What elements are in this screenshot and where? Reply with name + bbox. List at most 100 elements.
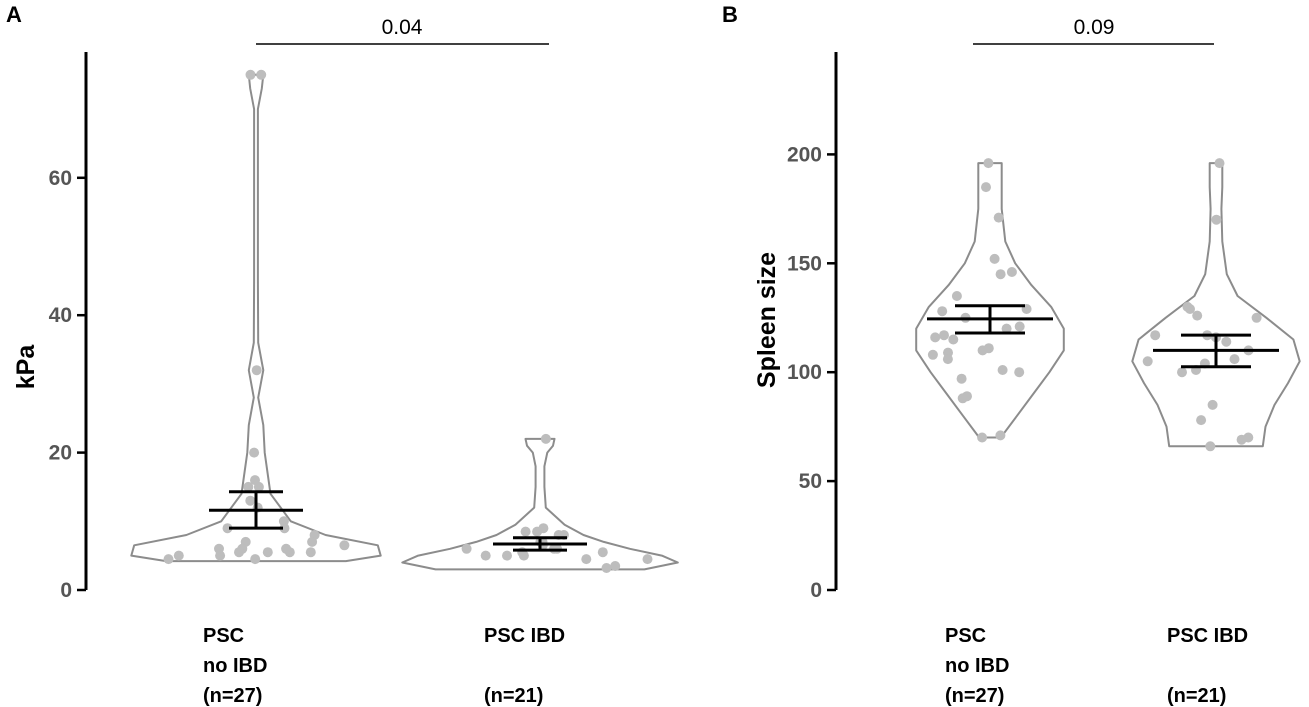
data-point xyxy=(581,554,592,565)
panel-a-cat-2-line-1: PSC IBD xyxy=(484,625,565,647)
data-point xyxy=(262,547,273,558)
data-point xyxy=(305,547,316,558)
data-point xyxy=(957,393,968,404)
data-point xyxy=(597,547,608,558)
y-tick-label: 200 xyxy=(787,143,822,166)
panel-b-error-bars xyxy=(927,304,1279,369)
data-point xyxy=(163,554,174,565)
data-point xyxy=(939,330,949,341)
data-point xyxy=(279,523,290,534)
data-point xyxy=(243,481,254,492)
y-tick-label: 0 xyxy=(60,579,72,602)
data-point xyxy=(1001,323,1012,334)
y-tick-label: 20 xyxy=(49,442,72,465)
data-point xyxy=(927,349,938,360)
data-point xyxy=(1207,399,1218,410)
y-tick-label: 50 xyxy=(799,470,822,493)
panel-a-y-title: kPa xyxy=(12,344,40,390)
data-point xyxy=(253,481,264,492)
data-point xyxy=(173,550,184,561)
data-point xyxy=(249,447,260,458)
data-point xyxy=(215,550,226,561)
data-point xyxy=(1185,304,1195,314)
data-point xyxy=(540,433,551,444)
y-tick-label: 100 xyxy=(787,361,822,384)
panel-a-cat-1-line-1: PSC xyxy=(203,625,244,647)
data-point xyxy=(307,536,318,547)
panel-a-y-ticks: 0 20 40 60 xyxy=(49,167,86,602)
data-point xyxy=(993,212,1004,223)
data-point xyxy=(981,182,991,193)
data-point xyxy=(951,291,962,301)
panel-a-points xyxy=(163,69,653,573)
panel-a-letter: A xyxy=(6,2,22,27)
panel-b-cat-1-n: (n=27) xyxy=(945,685,1004,707)
data-point xyxy=(1229,354,1240,365)
panel-b-cat-2-n: (n=21) xyxy=(1167,685,1226,707)
panel-b-violins xyxy=(915,162,1301,448)
y-tick-label: 0 xyxy=(810,579,822,602)
data-point xyxy=(977,345,988,356)
data-point xyxy=(1142,356,1153,367)
data-point xyxy=(1196,415,1207,426)
panel-a-cat-1-n: (n=27) xyxy=(203,685,262,707)
data-point xyxy=(1150,330,1161,341)
data-point xyxy=(942,354,953,365)
data-point xyxy=(1014,321,1025,332)
data-point xyxy=(610,561,621,571)
data-point xyxy=(532,526,543,537)
violin-outline xyxy=(915,162,1065,439)
data-point xyxy=(234,547,244,558)
data-point xyxy=(948,334,959,345)
data-point xyxy=(956,373,967,384)
data-point xyxy=(601,563,612,573)
panel-b-y-title: Spleen size xyxy=(753,252,781,388)
data-point xyxy=(1014,367,1025,378)
data-point xyxy=(520,526,531,537)
data-point xyxy=(1214,158,1225,169)
data-point xyxy=(339,540,350,551)
panel-b: B Spleen size 0 50 100 150 200 0.09 PSC no I… xyxy=(722,2,1301,707)
panel-b-cat-1-line-2: no IBD xyxy=(945,655,1009,677)
data-point xyxy=(518,550,529,561)
data-point xyxy=(1205,441,1216,452)
data-point xyxy=(995,430,1006,441)
panel-a-error-bars xyxy=(209,490,587,552)
panel-b-points xyxy=(927,158,1262,452)
data-point xyxy=(1251,312,1262,323)
data-point xyxy=(995,269,1006,280)
data-point xyxy=(977,432,988,443)
y-tick-label: 40 xyxy=(49,304,72,327)
panel-b-y-ticks: 0 50 100 150 200 xyxy=(787,143,836,602)
y-tick-label: 60 xyxy=(49,167,72,190)
data-point xyxy=(983,158,994,169)
panel-b-x-labels: PSC no IBD (n=27) PSC IBD (n=21) xyxy=(945,625,1248,707)
data-point xyxy=(250,554,261,565)
data-point xyxy=(245,495,256,506)
data-point xyxy=(989,253,1000,264)
violin-outline xyxy=(1131,162,1301,448)
data-point xyxy=(251,365,262,376)
panel-b-cat-1-line-1: PSC xyxy=(945,625,986,647)
data-point xyxy=(642,554,653,565)
data-point xyxy=(245,69,256,80)
panel-b-p-value: 0.09 xyxy=(1074,16,1115,39)
y-tick-label: 150 xyxy=(787,252,822,275)
data-point xyxy=(937,306,948,317)
panel-a-cat-2-n: (n=21) xyxy=(484,685,543,707)
data-point xyxy=(480,550,491,561)
data-point xyxy=(256,69,267,80)
data-point xyxy=(930,332,941,343)
data-point xyxy=(284,547,295,558)
data-point xyxy=(1006,267,1017,277)
data-point xyxy=(997,365,1008,375)
data-point xyxy=(461,543,472,554)
panel-a-violins xyxy=(130,73,679,571)
panel-a-x-labels: PSC no IBD (n=27) PSC IBD (n=21) xyxy=(203,625,565,707)
panel-b-letter: B xyxy=(722,2,738,27)
data-point xyxy=(1236,434,1247,445)
panel-b-cat-2-line-1: PSC IBD xyxy=(1167,625,1248,647)
data-point xyxy=(1192,310,1203,321)
